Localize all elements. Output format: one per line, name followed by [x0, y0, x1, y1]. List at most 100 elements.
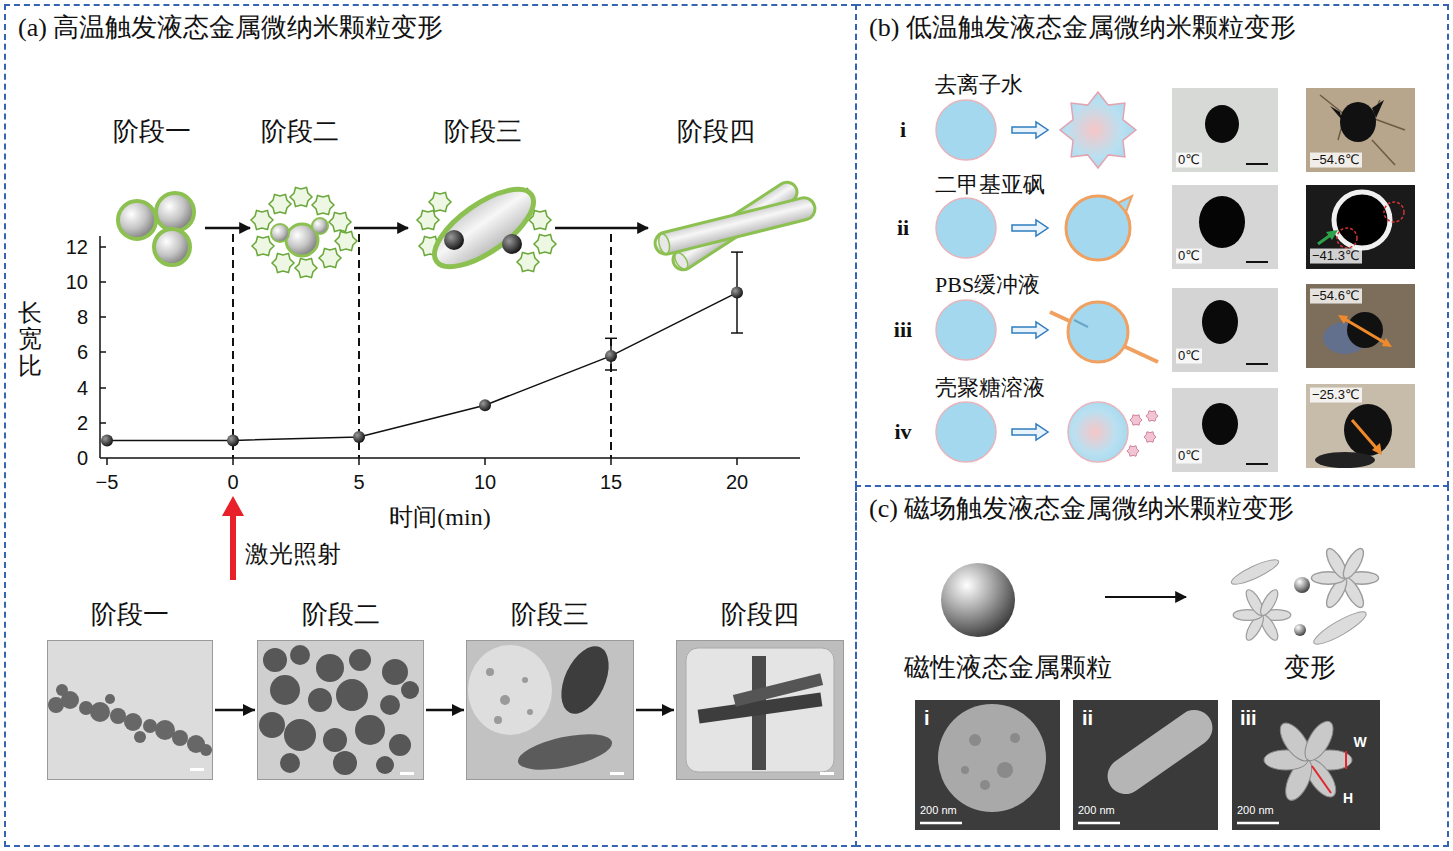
stage-heading: 阶段一 — [48, 599, 212, 630]
micrograph — [1306, 384, 1415, 468]
data-line — [101, 252, 743, 446]
data-line — [605, 350, 617, 362]
micrograph — [1246, 163, 1268, 165]
temperature-label: −54.6℃ — [1310, 289, 1362, 304]
chart-axis — [100, 316, 106, 318]
stage-divider — [233, 234, 611, 458]
tem-picture — [323, 728, 347, 752]
stage-one-icon — [154, 229, 190, 265]
data-line — [731, 287, 743, 299]
tick-label: 0 — [77, 447, 88, 470]
deformed-particles — [1229, 546, 1379, 649]
tem-picture — [486, 668, 494, 676]
stage-label: 阶段一 — [113, 117, 191, 147]
stage-two-icon — [312, 218, 328, 234]
stage-two-icon — [290, 187, 312, 206]
laser-arrow — [230, 512, 236, 580]
droplet-after — [1060, 92, 1136, 168]
micrograph — [1306, 185, 1415, 269]
temperature-label: −25.3℃ — [1310, 388, 1362, 403]
image-index: iii — [1240, 707, 1257, 730]
sem-picture — [961, 766, 969, 774]
data-line — [605, 369, 617, 371]
stage-three-icon — [417, 175, 556, 281]
data-line — [353, 431, 365, 443]
chart-axis — [106, 458, 108, 465]
micrograph — [1372, 100, 1405, 130]
tick-label: 5 — [353, 471, 364, 494]
micrograph — [1205, 105, 1239, 143]
tem-picture — [349, 649, 371, 671]
micrograph — [1172, 388, 1278, 472]
droplet-before — [936, 100, 996, 160]
tem-picture — [333, 751, 357, 775]
data-line — [227, 434, 239, 446]
transform-arrow — [1012, 122, 1048, 138]
data-line — [605, 252, 743, 370]
tem-picture — [263, 648, 287, 672]
tem-picture — [522, 677, 528, 683]
stage-three-icon — [423, 175, 546, 281]
micrograph — [1246, 463, 1268, 465]
stage-two-icon — [312, 195, 334, 214]
stage-arrow — [215, 709, 255, 712]
temperature-label: 0℃ — [1176, 349, 1202, 364]
stage-one-icon — [156, 193, 194, 231]
tem-picture — [382, 659, 408, 685]
scale-label: 200 nm — [1237, 804, 1274, 817]
row-number: iv — [894, 419, 911, 444]
stage-label: 阶段四 — [677, 117, 755, 147]
tem-picture — [686, 648, 834, 772]
panel-title: (b) 低温触发液态金属微纳米颗粒变形 — [869, 12, 1296, 43]
micrograph — [1172, 288, 1278, 372]
tick-label: 2 — [77, 412, 88, 435]
tem-picture — [336, 679, 368, 711]
sem-picture — [969, 734, 981, 746]
micrograph — [1337, 228, 1357, 248]
data-line — [731, 332, 743, 334]
micrograph — [1338, 315, 1348, 324]
stage-label: 阶段三 — [444, 117, 522, 147]
image-index: ii — [1082, 707, 1093, 730]
tem-picture — [468, 645, 552, 735]
sem-picture — [1237, 822, 1279, 825]
deformed-particles — [1311, 607, 1370, 649]
data-line — [731, 251, 743, 253]
tem-picture — [47, 639, 844, 780]
laser-label: 激光照射 — [245, 541, 341, 569]
micrograph — [1172, 88, 1415, 472]
micrograph — [1334, 192, 1390, 248]
stage-two-icon — [269, 194, 291, 213]
stage-three-icon — [429, 192, 451, 211]
droplet-after — [1144, 432, 1156, 442]
tem-picture — [376, 756, 394, 774]
sem-picture — [1232, 700, 1380, 830]
tem-picture — [110, 708, 126, 724]
micrograph — [1382, 338, 1392, 347]
stage-heading: 阶段四 — [677, 599, 843, 630]
stage-heading: 阶段二 — [258, 599, 423, 630]
tem-picture — [389, 734, 411, 756]
particle-label: 磁性液态金属颗粒 — [904, 653, 1112, 683]
temperature-label: 0℃ — [1176, 153, 1202, 168]
deformed-particles — [1294, 624, 1306, 636]
dimension-label: W — [1353, 734, 1366, 750]
sem-picture — [997, 762, 1013, 778]
data-line — [101, 434, 113, 446]
tick-label: 10 — [66, 271, 88, 294]
stage-two-icon — [271, 224, 289, 242]
laser-arrow — [222, 496, 244, 580]
sem-picture — [1299, 717, 1338, 765]
droplet-before — [936, 300, 996, 360]
deformed-particles — [1229, 556, 1281, 589]
sem-picture — [1101, 703, 1220, 801]
tem-picture — [270, 675, 300, 705]
tem-picture — [56, 684, 68, 696]
deform-arrow — [1105, 596, 1186, 598]
particle-label: 变形 — [1284, 653, 1336, 683]
chart-axis — [99, 236, 101, 458]
sem-picture — [961, 733, 1020, 790]
micrograph — [1246, 261, 1268, 263]
micrograph — [1326, 230, 1338, 240]
deform-arrow — [1105, 597, 1186, 598]
